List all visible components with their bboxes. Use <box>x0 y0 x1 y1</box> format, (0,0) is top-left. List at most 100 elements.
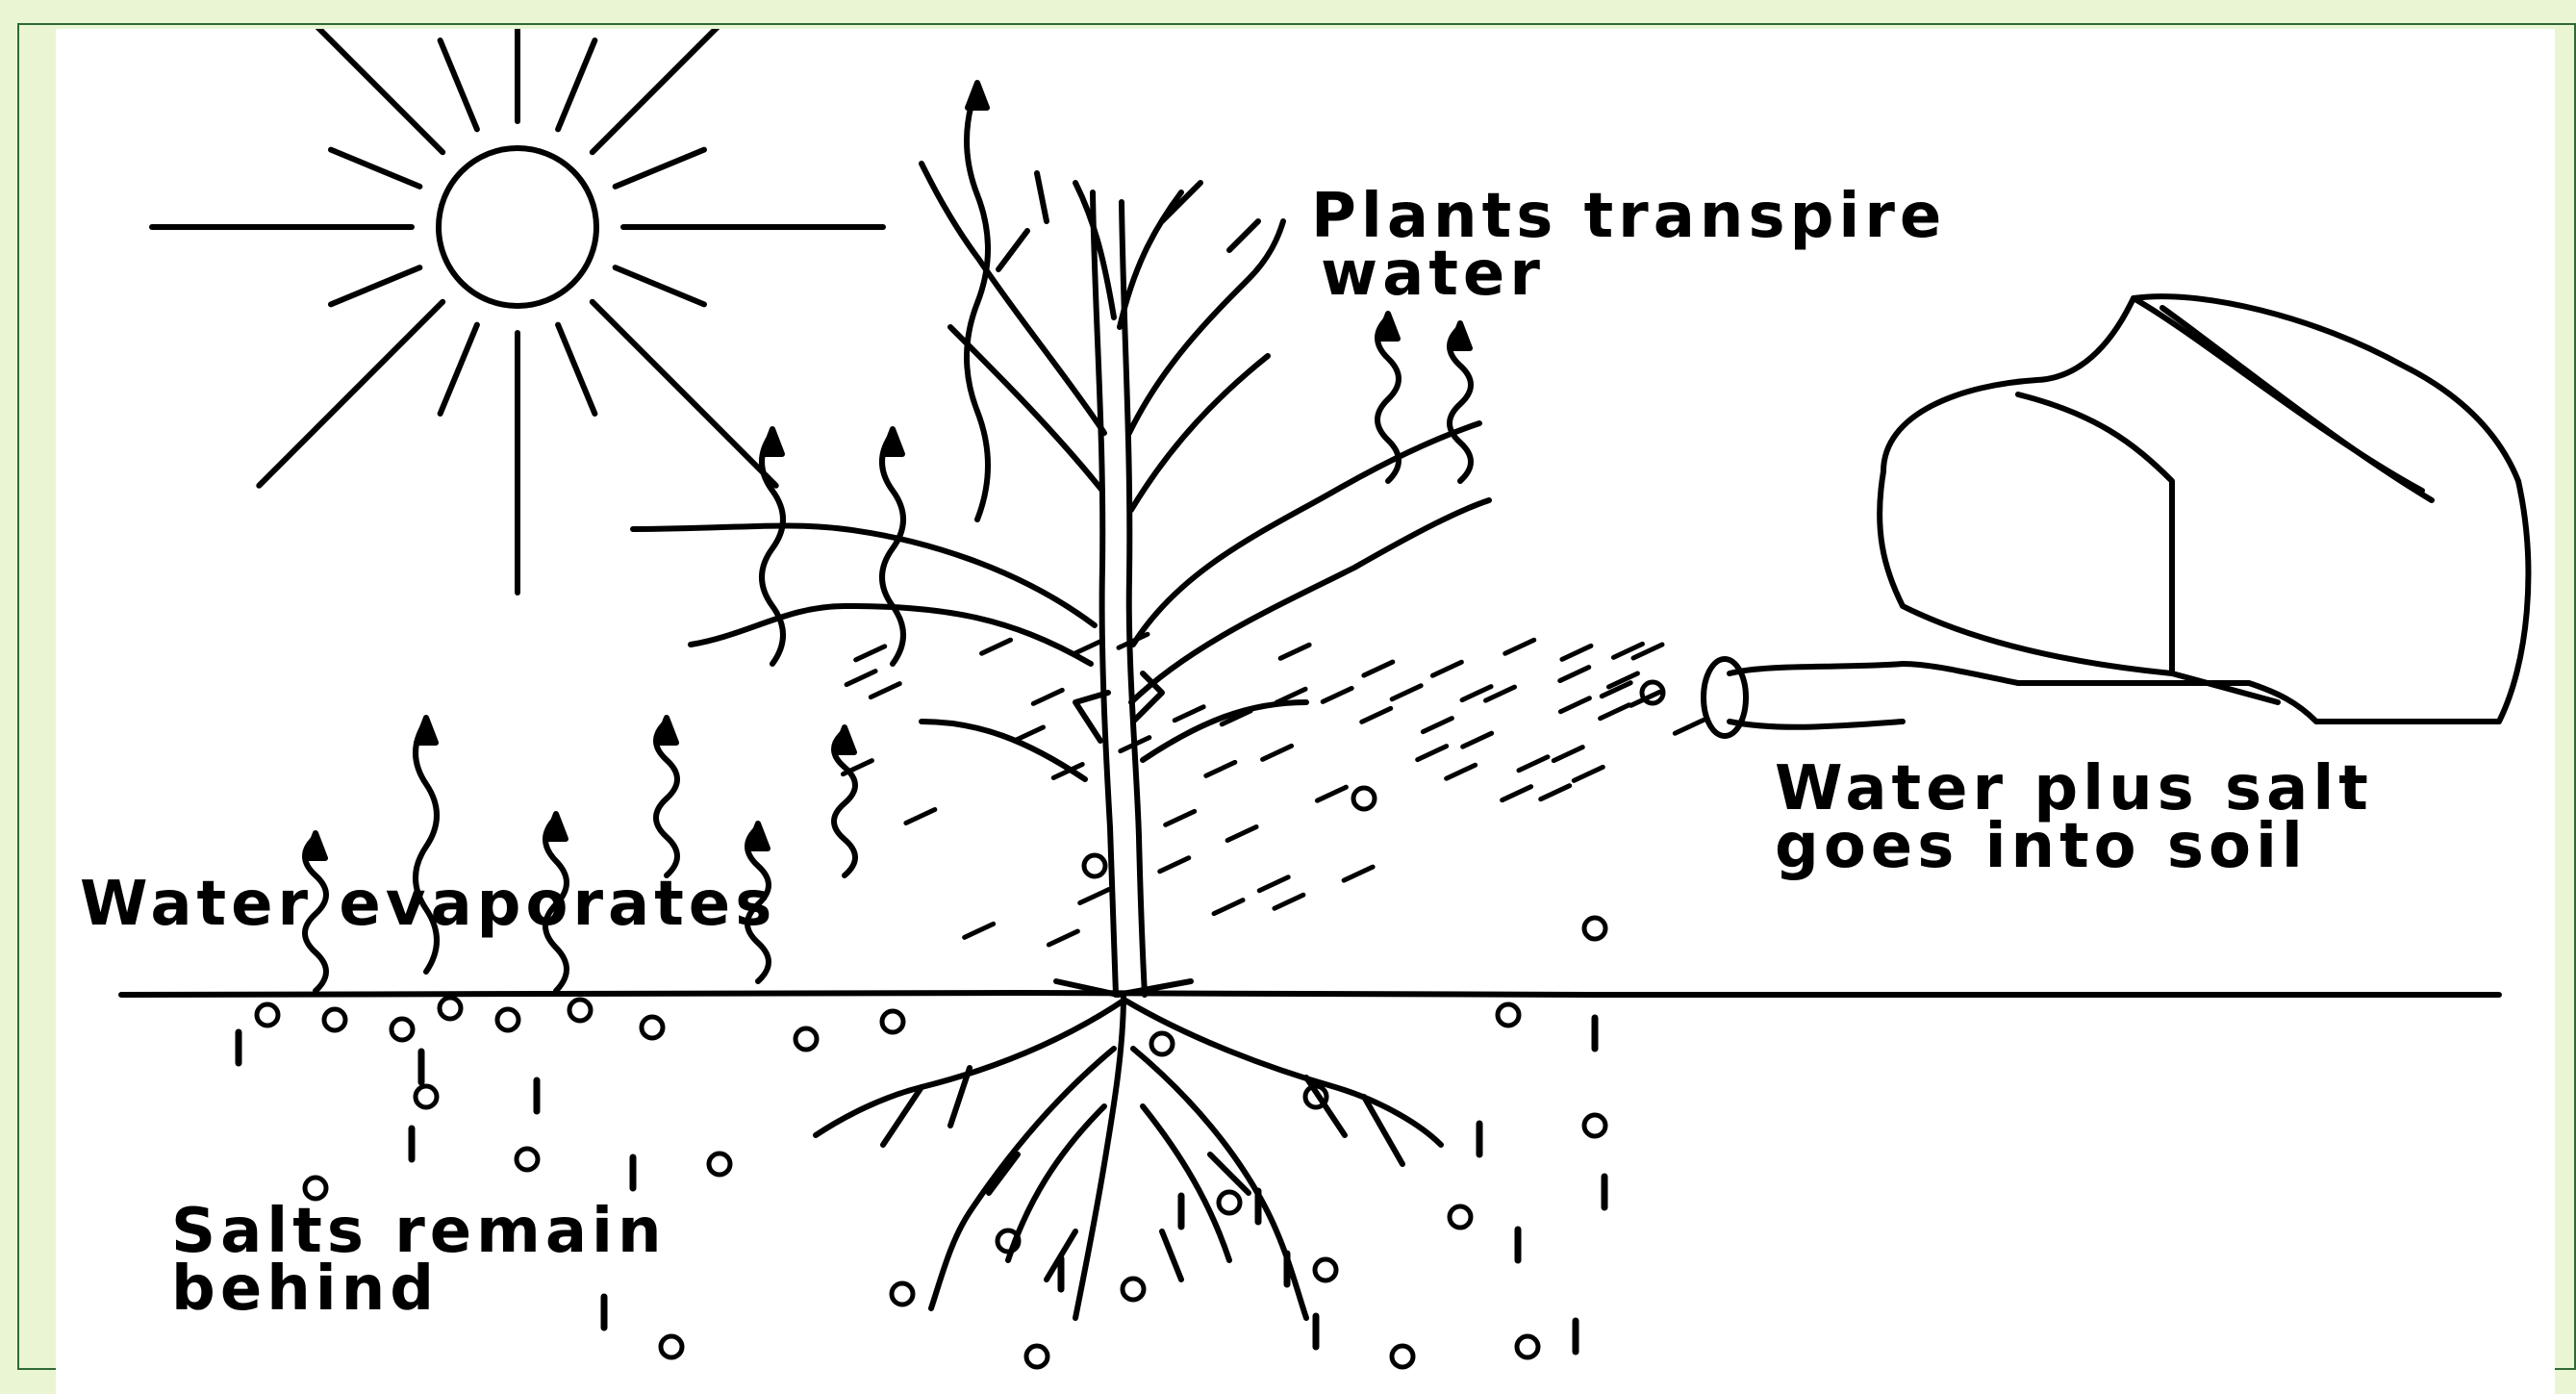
spray-dash <box>1560 698 1589 712</box>
sun-icon <box>152 29 883 593</box>
salt-particle <box>1123 1279 1144 1300</box>
label-plants-transpire: Plants transpire water <box>1311 188 1946 303</box>
salt-particle <box>1151 1033 1173 1054</box>
label-water-evaporates: Water evaporates <box>80 875 776 933</box>
salt-particle <box>391 1019 413 1040</box>
salt-particle <box>1584 1115 1605 1136</box>
sun-ray <box>259 302 442 486</box>
spray-dash <box>1259 877 1288 891</box>
spray-dash <box>1362 708 1391 722</box>
spray-dash <box>1541 786 1570 799</box>
spray-dash <box>965 924 994 937</box>
ground-line <box>121 993 2499 995</box>
spray-dash <box>906 809 935 823</box>
spray-dash <box>1601 705 1629 719</box>
spray-dash <box>856 646 885 660</box>
salt-particle <box>497 1009 518 1030</box>
salt-particle <box>440 998 461 1019</box>
spray-dash <box>1447 765 1476 778</box>
sun-ray <box>593 302 776 486</box>
spray-dash <box>846 672 875 685</box>
water-spray <box>843 634 1704 945</box>
spray-dash <box>1206 762 1235 775</box>
salt-particle <box>892 1283 913 1305</box>
spray-dash <box>1048 931 1077 945</box>
arrow-head <box>306 833 325 858</box>
spray-dash <box>1033 690 1062 703</box>
sun-ray <box>616 150 704 187</box>
salt-particle <box>1353 788 1375 809</box>
label-water-plus-salt: Water plus salt goes into soil <box>1775 760 2373 875</box>
sun-ray <box>331 150 419 187</box>
spray-dash <box>1323 688 1351 701</box>
spray-dash <box>1503 787 1531 800</box>
salt-particle <box>1517 1336 1538 1357</box>
spray-dash <box>1214 900 1243 914</box>
salt-particle <box>517 1149 538 1170</box>
sun-ray <box>558 40 594 129</box>
sun-ray <box>441 40 477 129</box>
spray-dash <box>1364 662 1393 675</box>
arrow-head <box>657 718 676 743</box>
spray-dash <box>982 640 1011 653</box>
salt-particle <box>1219 1192 1240 1213</box>
spray-dash <box>1418 747 1447 760</box>
salt-particle <box>569 1000 591 1021</box>
spray-dash <box>871 684 899 697</box>
spray-dash <box>1423 719 1452 732</box>
spray-dash <box>1574 767 1603 780</box>
roots-icon <box>816 981 1441 1318</box>
wavy-arrow <box>762 433 783 664</box>
watering-can-icon <box>1704 296 2528 736</box>
spray-dash <box>1519 757 1548 771</box>
spray-dash <box>1432 662 1461 675</box>
arrow-head <box>1451 323 1470 348</box>
arrow-head <box>417 718 436 743</box>
spray-dash <box>1344 867 1373 880</box>
label-salts-remain: Salts remain behind <box>171 1203 667 1318</box>
spray-dash <box>1275 895 1303 908</box>
wavy-arrow <box>1377 317 1399 481</box>
spray-dash <box>1080 890 1109 903</box>
sun-ray <box>331 267 419 304</box>
arrow-head <box>1378 314 1398 339</box>
salt-particle <box>416 1086 437 1107</box>
salt-particle <box>324 1009 345 1030</box>
salt-particle <box>1026 1346 1048 1367</box>
spray-dash <box>1227 827 1256 841</box>
sun-ray <box>259 29 442 152</box>
salt-particle <box>1315 1259 1336 1280</box>
spray-dash <box>1553 748 1582 761</box>
spray-dash <box>1317 787 1346 800</box>
arrow-head <box>835 727 854 752</box>
arrow-head <box>546 814 566 839</box>
spray-dash <box>1392 686 1421 699</box>
spray-dash <box>1014 727 1043 741</box>
spray-dash <box>1560 668 1589 681</box>
arrow-head <box>883 429 902 454</box>
sun-ray <box>558 325 594 414</box>
spray-dash <box>1280 645 1309 658</box>
salt-particle <box>661 1336 682 1357</box>
sun-ray <box>441 325 477 414</box>
spray-dash <box>1166 811 1195 824</box>
salt-particle <box>1450 1206 1471 1228</box>
salinization-diagram <box>56 29 2555 1394</box>
spray-dash <box>1562 646 1591 659</box>
salt-particle <box>1498 1004 1519 1026</box>
salt-particle <box>642 1017 663 1038</box>
spray-dash <box>1174 707 1203 721</box>
arrow-head <box>763 429 782 454</box>
spray-dash <box>1160 858 1189 872</box>
salt-particle <box>1084 855 1105 876</box>
salt-particle <box>1584 918 1605 939</box>
spray-dash <box>1263 746 1292 759</box>
wavy-arrow <box>967 87 988 520</box>
salt-particle <box>257 1004 278 1026</box>
sun-ray <box>616 267 704 304</box>
arrow-head <box>968 83 987 108</box>
sun-ray <box>593 29 776 152</box>
arrow-head <box>748 824 768 849</box>
salt-particle <box>796 1028 817 1050</box>
diagram-panel: Plants transpire water Water evaporates … <box>56 29 2555 1394</box>
